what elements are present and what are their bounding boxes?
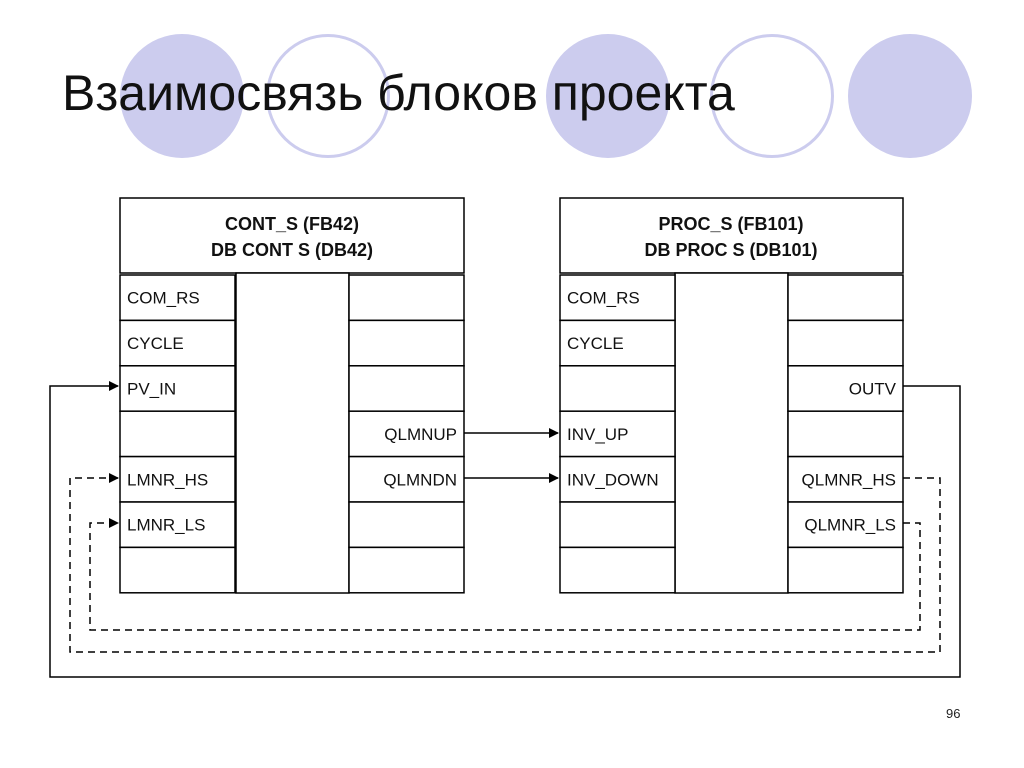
- proc-in-pin-label: COM_RS: [567, 289, 640, 308]
- proc-in-cell-6: [559, 546, 676, 594]
- page-number: 96: [946, 706, 961, 721]
- proc-header-line1: PROC_S (FB101): [658, 214, 803, 234]
- proc-pin-cells: COM_RS CYCLE OUTV INV_UP INV_DOWN QLMNR_HS QLM…: [559, 274, 904, 594]
- decor-circle-1: [120, 34, 244, 158]
- proc-out-cell-4: [787, 455, 904, 503]
- cont-out-pin-label: QLMNDN: [383, 470, 457, 489]
- decor-circle-2: [266, 34, 390, 158]
- cont-in-cell-5: [119, 501, 236, 549]
- cont-out-pin-label: QLMNUP: [384, 425, 457, 444]
- cont-in-cell-1: [119, 319, 236, 367]
- proc-header-box: [559, 197, 904, 274]
- block-cont: CONT_S (FB42) DB CONT S (DB42) COM_RS CYC…: [119, 197, 465, 594]
- conn-qlmnr-ls-to-lmnr-ls: [89, 518, 921, 631]
- proc-in-cell-1: [559, 319, 676, 367]
- cont-center-body: [235, 272, 350, 594]
- decor-circle-4: [710, 34, 834, 158]
- decor-circle-3: [546, 34, 670, 158]
- proc-out-cell-5: [787, 501, 904, 549]
- cont-in-pin-label: LMNR_LS: [127, 516, 205, 535]
- decor-circle-5: [848, 34, 972, 158]
- proc-out-cell-1: [787, 319, 904, 367]
- proc-out-cell-6: [787, 546, 904, 594]
- cont-header-line1: CONT_S (FB42): [225, 214, 359, 234]
- cont-in-cell-4: [119, 455, 236, 503]
- conn-outv-to-pv-in: [49, 381, 961, 678]
- proc-center-body: [674, 272, 789, 594]
- proc-out-pin-label: QLMNR_LS: [804, 516, 896, 535]
- cont-out-cell-6: [348, 546, 465, 594]
- proc-in-pin-label: CYCLE: [567, 334, 624, 353]
- cont-in-pin-label: LMNR_HS: [127, 470, 208, 489]
- proc-in-cell-3: [559, 410, 676, 458]
- proc-in-cell-2: [559, 365, 676, 412]
- cont-out-cell-4: [348, 455, 465, 503]
- cont-in-cell-2: [119, 365, 236, 412]
- cont-out-cell-5: [348, 501, 465, 549]
- cont-in-cell-3: [119, 410, 236, 458]
- cont-in-cell-6: [119, 546, 236, 594]
- cont-in-pin-label: CYCLE: [127, 334, 184, 353]
- proc-out-pin-label: OUTV: [849, 380, 897, 399]
- cont-in-pin-label: COM_RS: [127, 289, 200, 308]
- cont-out-cell-0: [348, 274, 465, 322]
- proc-in-cell-5: [559, 501, 676, 549]
- proc-in-pin-label: INV_UP: [567, 425, 628, 444]
- connections: [49, 381, 961, 678]
- proc-out-cell-2: [787, 365, 904, 412]
- cont-out-cell-2: [348, 365, 465, 412]
- block-proc: PROC_S (FB101) DB PROC S (DB101) COM_RSC…: [559, 197, 904, 594]
- cont-pin-cells: COM_RS CYCLE PV_IN QLMNUP LMNR_HS QLMNDN LMNR_…: [119, 274, 465, 594]
- proc-in-cell-0: [559, 274, 676, 322]
- proc-out-pin-label: QLMNR_HS: [802, 470, 896, 489]
- proc-out-cell-3: [787, 410, 904, 458]
- conn-qlmnr-hs-to-lmnr-hs: [69, 473, 941, 653]
- slide-title: Взаимосвязь блоков проекта: [62, 65, 735, 121]
- cont-header-line2: DB CONT S (DB42): [211, 240, 373, 260]
- cont-header-box: [119, 197, 465, 274]
- proc-in-pin-label: INV_DOWN: [567, 470, 659, 489]
- proc-out-cell-0: [787, 274, 904, 322]
- cont-in-pin-label: PV_IN: [127, 380, 176, 399]
- proc-header-line2: DB PROC S (DB101): [644, 240, 817, 260]
- cont-out-cell-1: [348, 319, 465, 367]
